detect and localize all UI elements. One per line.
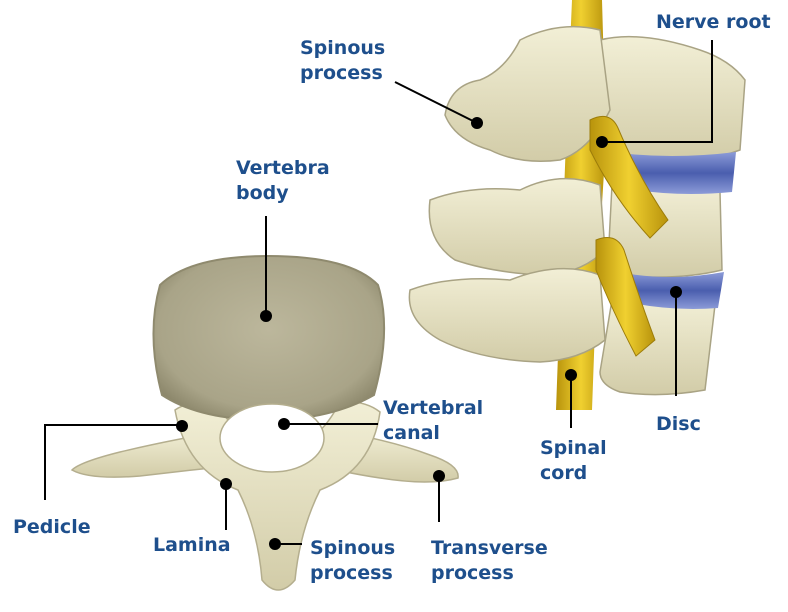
label-spinous-process-top-line2: process — [300, 61, 385, 86]
dot-vertebral-canal — [278, 418, 290, 430]
label-spinal-cord-line1: Spinal — [540, 436, 607, 461]
label-spinous-process-bottom-line2: process — [310, 561, 395, 586]
label-vertebral-canal-line2: canal — [383, 421, 483, 446]
dot-disc — [670, 286, 682, 298]
upper-spinous-process-shape — [445, 27, 610, 162]
label-nerve-root: Nerve root — [656, 10, 771, 35]
vertebral-body-shape — [153, 256, 384, 420]
dot-transverse-process — [433, 470, 445, 482]
label-spinous-process-bottom-line1: Spinous — [310, 536, 395, 561]
label-vertebra-body-line1: Vertebra — [236, 156, 330, 181]
label-nerve-root-line1: Nerve root — [656, 10, 771, 35]
dot-nerve-root — [596, 136, 608, 148]
dot-pedicle — [176, 420, 188, 432]
lower-spinous-process-shape — [409, 269, 605, 362]
label-vertebral-canal: Vertebral canal — [383, 396, 483, 446]
label-vertebral-canal-line1: Vertebral — [383, 396, 483, 421]
dot-spinal-cord — [565, 369, 577, 381]
label-vertebra-body: Vertebra body — [236, 156, 330, 206]
label-lamina-line1: Lamina — [153, 533, 231, 558]
label-spinous-process-top: Spinous process — [300, 36, 385, 86]
label-spinal-cord-line2: cord — [540, 461, 607, 486]
dot-spinous-process-top — [471, 117, 483, 129]
label-lamina: Lamina — [153, 533, 231, 558]
dot-vertebra-body — [260, 310, 272, 322]
label-disc: Disc — [656, 412, 701, 437]
label-transverse-process-line2: process — [431, 561, 548, 586]
dot-lamina — [220, 478, 232, 490]
label-transverse-process-line1: Transverse — [431, 536, 548, 561]
label-vertebra-body-line2: body — [236, 181, 330, 206]
vertebral-canal-shape — [220, 404, 324, 472]
label-transverse-process: Transverse process — [431, 536, 548, 586]
label-pedicle-line1: Pedicle — [13, 515, 91, 540]
side-view-spine — [409, 0, 745, 410]
label-pedicle: Pedicle — [13, 515, 91, 540]
dot-spinous-process-bottom — [269, 538, 281, 550]
label-spinal-cord: Spinal cord — [540, 436, 607, 486]
middle-spinous-process-shape — [429, 179, 605, 275]
label-disc-line1: Disc — [656, 412, 701, 437]
label-spinous-process-top-line1: Spinous — [300, 36, 385, 61]
label-spinous-process-bottom: Spinous process — [310, 536, 395, 586]
